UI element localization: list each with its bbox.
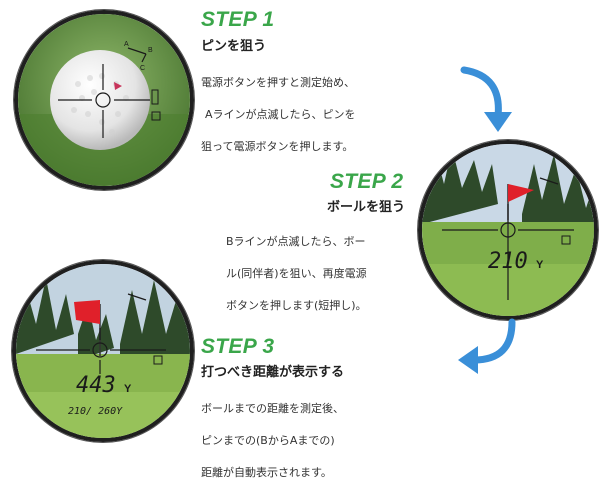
- step3-title: STEP 3: [201, 335, 275, 358]
- step1-subtitle: ピンを狙う: [201, 39, 267, 54]
- step1-description: 電源ボタンを押すと測定始め、 Aラインが点滅したら、ピンを 狙って電源ボタンを押…: [201, 59, 356, 171]
- angle-label-b: B: [148, 47, 153, 54]
- distance-unit: Y: [536, 259, 544, 271]
- scope-view-step1: A B C: [14, 10, 194, 190]
- reticle-crosshair: [58, 47, 150, 138]
- step2-desc-line: ボタンを押します(短押し)。: [226, 299, 367, 312]
- step1-title: STEP 1: [201, 8, 275, 31]
- distance-unit: Y: [124, 383, 132, 395]
- step3-desc-line: 距離が自動表示されます。: [201, 466, 332, 479]
- step3-desc-line: ボールまでの距離を測定後、: [201, 402, 344, 415]
- mode-icon: [561, 235, 571, 245]
- step1-desc-line: Aラインが点滅したら、ピンを: [205, 108, 356, 121]
- red-flag-icon: [74, 300, 100, 324]
- distance-readout: 443: [76, 373, 116, 398]
- step2-title: STEP 2: [330, 170, 404, 193]
- step1-desc-line: 狙って電源ボタンを押します。: [201, 140, 354, 153]
- battery-icon: [151, 89, 159, 105]
- step2-desc-line: ル(同伴者)を狙い、再度電源: [226, 267, 367, 280]
- reticle-crosshair: [36, 293, 166, 374]
- angle-label-a: A: [124, 41, 129, 48]
- curved-arrow-down-left-icon: [454, 318, 520, 378]
- scope-view-step2: 210 Y: [418, 140, 598, 320]
- scope-view-step3: 443 Y 210/ 260Y: [12, 260, 194, 442]
- step2-subtitle: ボールを狙う: [327, 200, 406, 215]
- curved-arrow-down-icon: [458, 66, 518, 136]
- step3-subtitle: 打つべき距離が表示する: [201, 365, 345, 380]
- mode-icon: [151, 111, 161, 121]
- flag-scope-image: 210 Y: [422, 144, 594, 316]
- golf-ball-scope-image: A B C: [18, 14, 190, 186]
- distance-readout: 210: [488, 249, 528, 274]
- mode-icon: [153, 355, 163, 365]
- angle-label-c: C: [140, 65, 145, 72]
- step3-desc-line: ピンまでの(BからAまでの): [201, 434, 335, 447]
- reticle-crosshair: [442, 177, 574, 300]
- step2-desc-line: Bラインが点滅したら、ボー: [226, 235, 366, 248]
- step2-description: Bラインが点滅したら、ボー ル(同伴者)を狙い、再度電源 ボタンを押します(短押…: [226, 218, 406, 330]
- step3-description: ボールまでの距離を測定後、 ピンまでの(BからAまでの) 距離が自動表示されます…: [201, 385, 344, 497]
- red-flag-icon: [508, 184, 534, 202]
- sub-distance-readout: 210/ 260Y: [68, 406, 123, 417]
- golf-ball: [50, 50, 150, 150]
- flag-distance-scope-image: 443 Y 210/ 260Y: [16, 264, 190, 438]
- step1-desc-line: 電源ボタンを押すと測定始め、: [201, 76, 355, 89]
